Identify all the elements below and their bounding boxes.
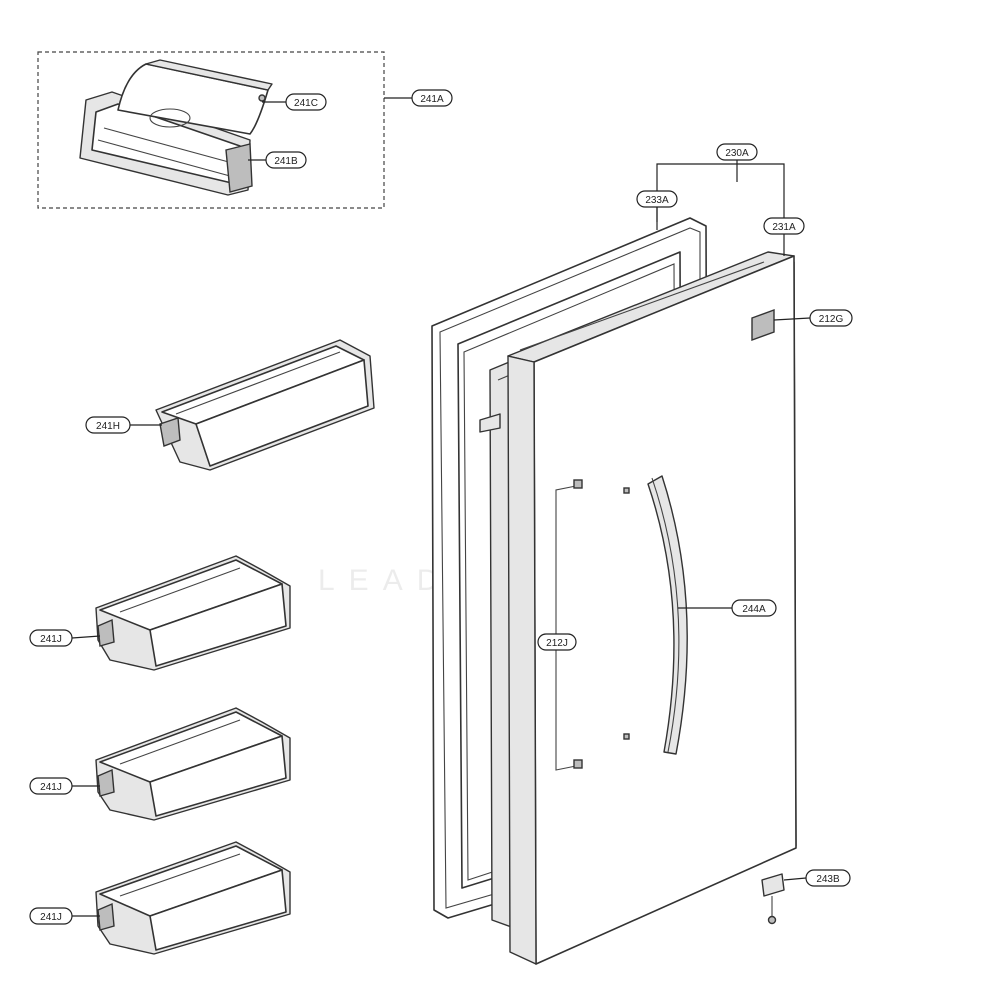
callout-241J-3: 241J — [29, 907, 73, 925]
svg-text:241J: 241J — [40, 912, 62, 923]
assembly-241A-box — [37, 51, 385, 209]
svg-text:241B: 241B — [274, 156, 298, 167]
door-bin-241J-2 — [95, 707, 291, 821]
svg-text:241A: 241A — [420, 94, 444, 105]
door-handle-244A — [647, 475, 688, 755]
svg-text:231A: 231A — [772, 222, 796, 233]
svg-text:244A: 244A — [742, 604, 766, 615]
logo-badge-212G — [751, 309, 775, 341]
callout-212J: 212J — [537, 633, 577, 651]
door-bin-241J-3 — [95, 841, 291, 955]
svg-text:212G: 212G — [819, 314, 844, 325]
callout-241J-1: 241J — [29, 629, 73, 647]
callout-212G: 212G — [809, 309, 853, 327]
door-bin-241J-1 — [95, 555, 291, 671]
callout-230A: 230A — [716, 143, 758, 161]
svg-text:233A: 233A — [645, 195, 669, 206]
callout-241J-2: 241J — [29, 777, 73, 795]
hinge-bracket-243B — [761, 873, 785, 925]
bin-cover-241C — [117, 59, 273, 135]
svg-text:241J: 241J — [40, 782, 62, 793]
svg-text:241H: 241H — [96, 421, 120, 432]
svg-text:230A: 230A — [725, 148, 749, 159]
svg-text:243B: 243B — [816, 874, 840, 885]
callout-233A: 233A — [636, 190, 678, 208]
callout-243B: 243B — [805, 869, 851, 887]
svg-text:241C: 241C — [294, 98, 318, 109]
handle-mount-212J — [555, 479, 630, 771]
svg-text:241J: 241J — [40, 634, 62, 645]
callout-241H: 241H — [85, 416, 131, 434]
callout-241C: 241C — [285, 93, 327, 111]
callout-241A: 241A — [411, 89, 453, 107]
callout-231A: 231A — [763, 217, 805, 235]
door-bin-241H — [155, 339, 375, 471]
dairy-bin-241B — [79, 91, 253, 196]
callout-241B: 241B — [265, 151, 307, 169]
door-outer-panel — [507, 251, 797, 965]
callout-244A: 244A — [731, 599, 777, 617]
svg-text:212J: 212J — [546, 638, 568, 649]
